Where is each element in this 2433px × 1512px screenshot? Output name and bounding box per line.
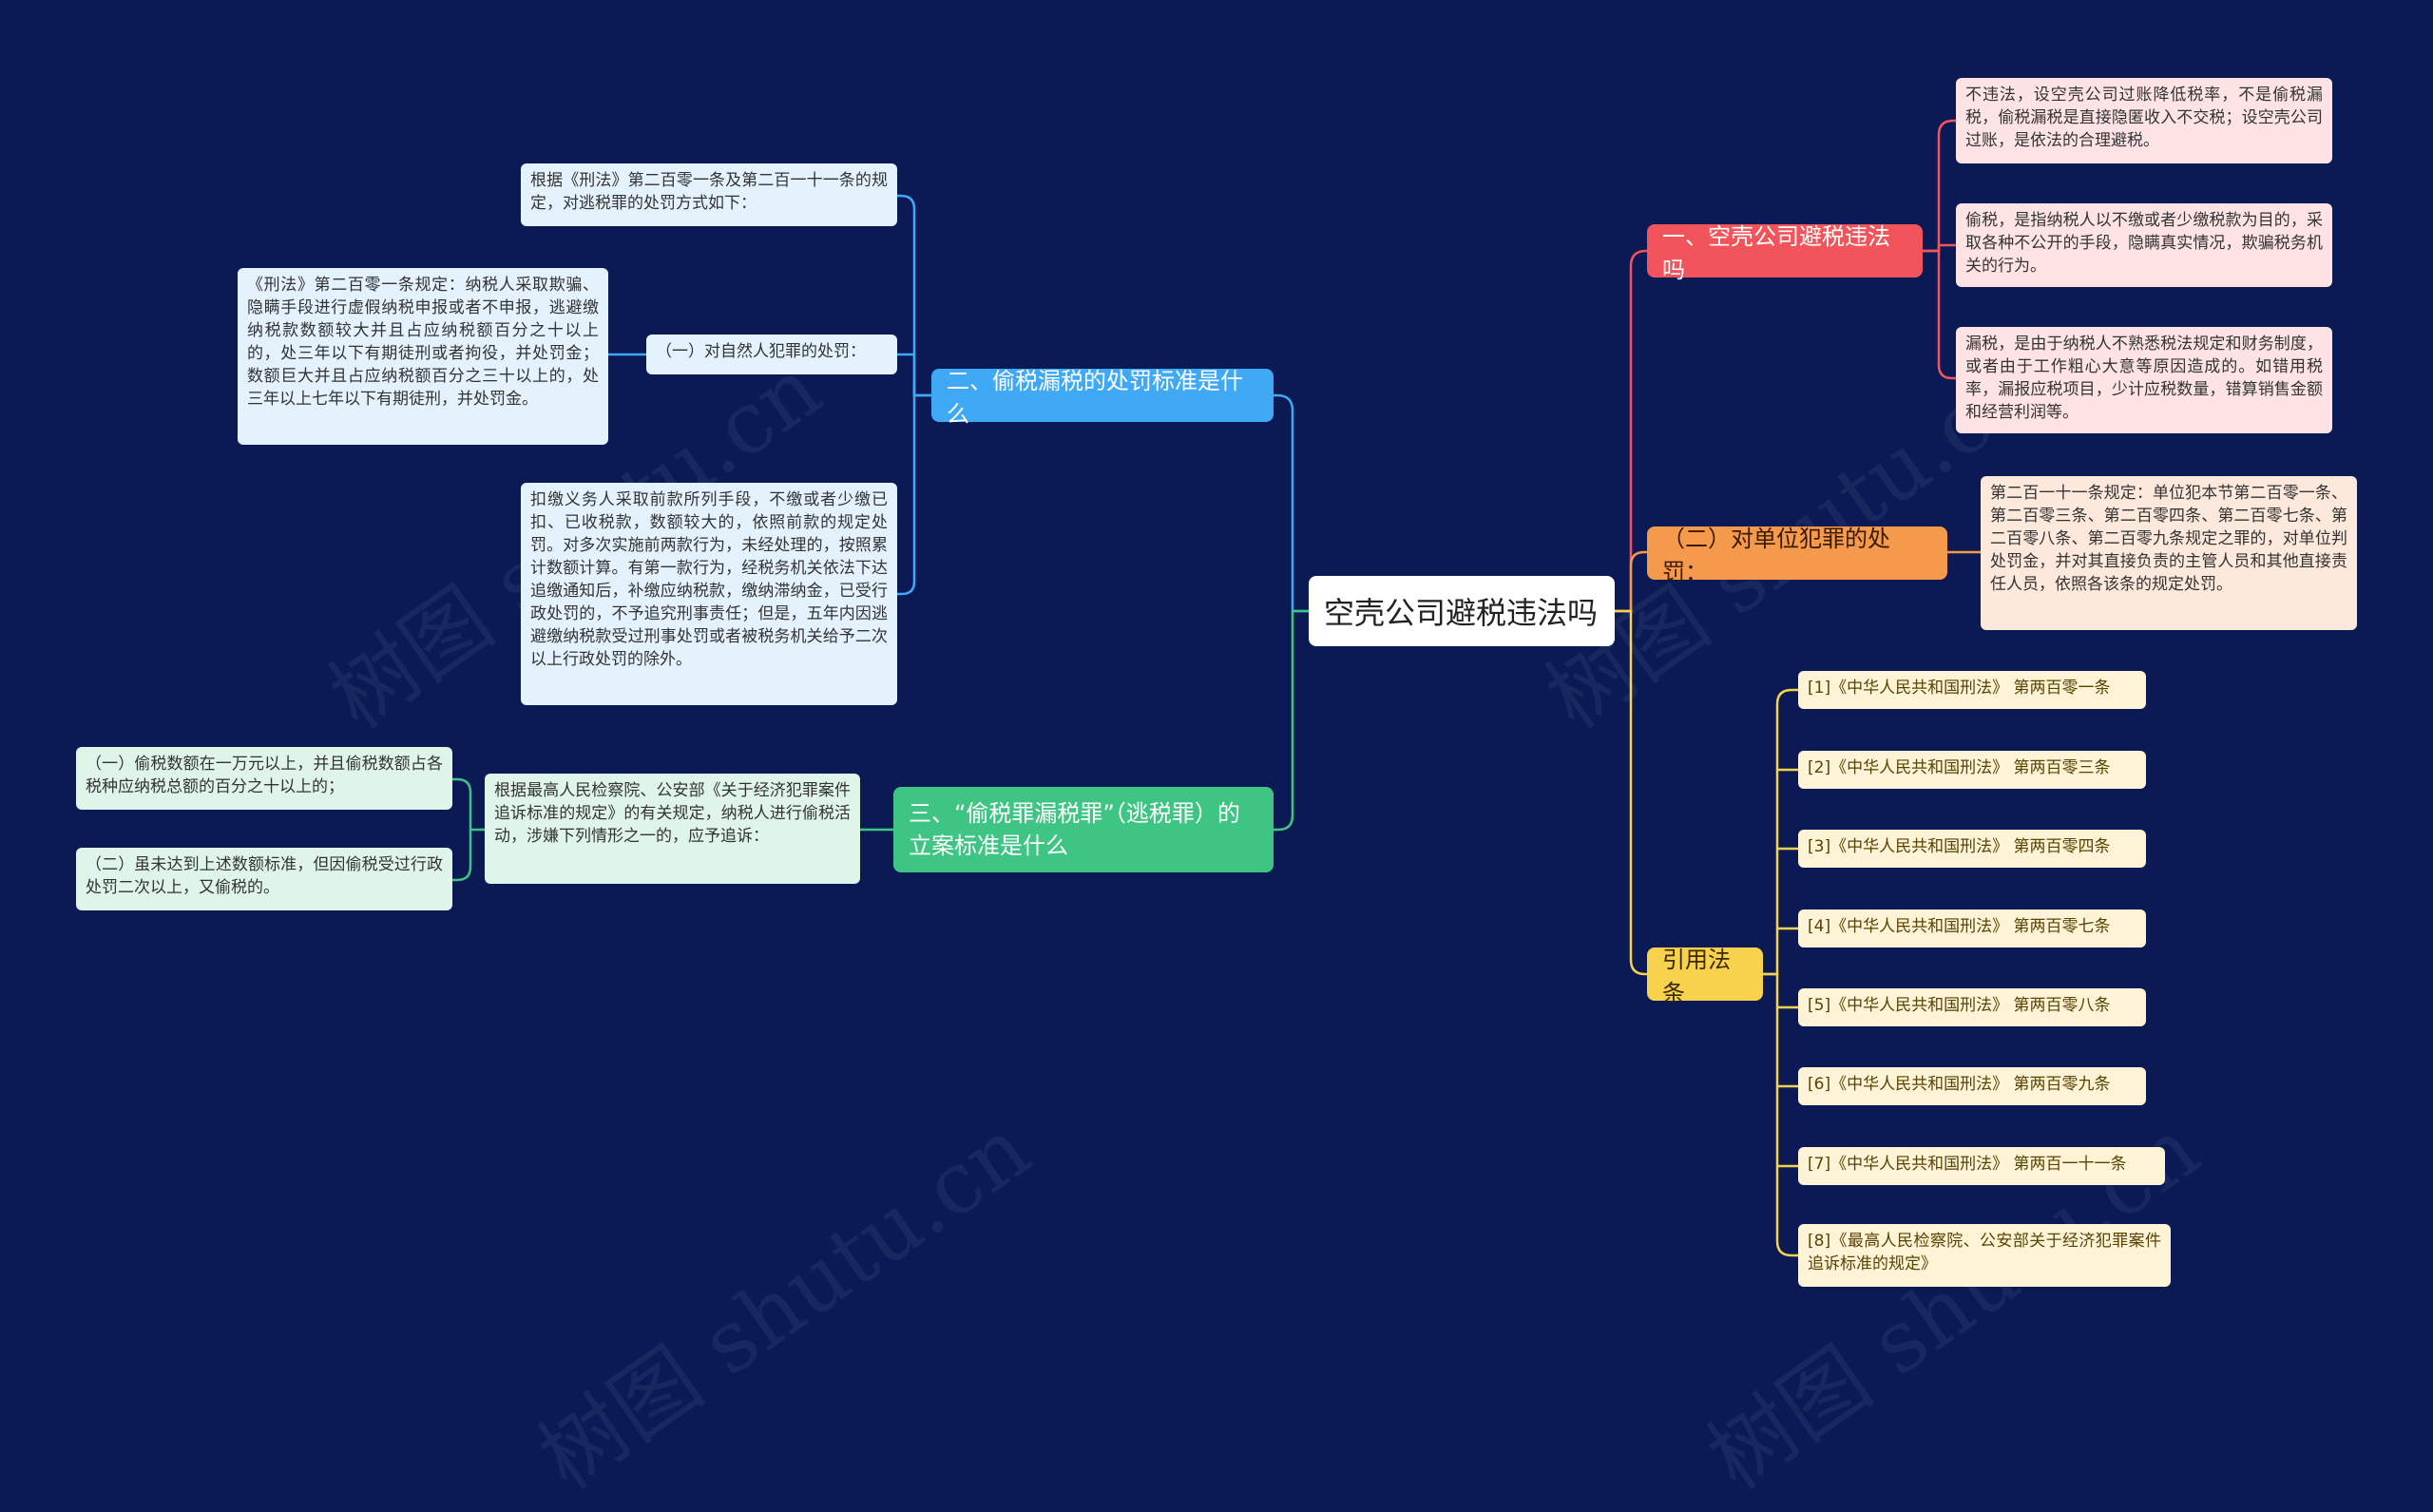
leaf-tax-evasion-def[interactable]: 偷税，是指纳税人以不缴或者少缴税款为目的，采取各种不公开的手段，隐瞒真实情况，欺… [1956,203,2332,287]
leaf-prosecution-rule[interactable]: 根据最高人民检察院、公安部《关于经济犯罪案件追诉标准的规定》的有关规定，纳税人进… [485,774,860,884]
branch-unit-crime[interactable]: （二）对单位犯罪的处罚： [1647,526,1947,585]
citation-item[interactable]: [3]《中华人民共和国刑法》 第两百零四条 [1798,830,2146,868]
root-node[interactable]: 空壳公司避税违法吗 [1309,576,1615,646]
leaf-not-illegal[interactable]: 不违法，设空壳公司过账降低税率，不是偷税漏税，偷税漏税是直接隐匿收入不交税；设空… [1956,78,2332,163]
citation-item[interactable]: [8]《最高人民检察院、公安部关于经济犯罪案件追诉标准的规定》 [1798,1224,2171,1287]
citation-item[interactable]: [4]《中华人民共和国刑法》 第两百零七条 [1798,909,2146,947]
citation-item[interactable]: [5]《中华人民共和国刑法》 第两百零八条 [1798,988,2146,1026]
leaf-condition-1[interactable]: （一）偷税数额在一万元以上，并且偷税数额占各税种应纳税总额的百分之十以上的； [76,747,452,810]
leaf-natural-person[interactable]: （一）对自然人犯罪的处罚： [646,335,897,374]
branch-legality[interactable]: 一、空壳公司避税违法吗 [1647,223,1923,283]
leaf-penalty-intro[interactable]: 根据《刑法》第二百零一条及第二百一十一条的规定，对逃税罪的处罚方式如下： [521,163,897,226]
leaf-article-201[interactable]: 《刑法》第二百零一条规定：纳税人采取欺骗、隐瞒手段进行虚假纳税申报或者不申报，逃… [238,268,608,445]
citation-item[interactable]: [6]《中华人民共和国刑法》 第两百零九条 [1798,1067,2146,1105]
citation-item[interactable]: [2]《中华人民共和国刑法》 第两百零三条 [1798,751,2146,789]
leaf-withholding-agent[interactable]: 扣缴义务人采取前款所列手段，不缴或者少缴已扣、已收税款，数额较大的，依照前款的规… [521,483,897,705]
citation-item[interactable]: [7]《中华人民共和国刑法》 第两百一十一条 [1798,1147,2165,1185]
branch-cited-laws[interactable]: 引用法条 [1647,947,1763,1006]
citation-item[interactable]: [1]《中华人民共和国刑法》 第两百零一条 [1798,671,2146,709]
leaf-condition-2[interactable]: （二）虽未达到上述数额标准，但因偷税受过行政处罚二次以上，又偷税的。 [76,848,452,910]
branch-penalty-standard[interactable]: 二、偷税漏税的处罚标准是什么 [931,368,1274,428]
leaf-tax-omission-def[interactable]: 漏税，是由于纳税人不熟悉税法规定和财务制度，或者由于工作粗心大意等原因造成的。如… [1956,327,2332,433]
branch-filing-standard[interactable]: 三、“偷税罪漏税罪”（逃税罪）的立案标准是什么 [893,787,1274,872]
leaf-article-211[interactable]: 第二百一十一条规定：单位犯本节第二百零一条、第二百零三条、第二百零四条、第二百零… [1981,476,2357,630]
connector-lines [452,119,1981,1257]
